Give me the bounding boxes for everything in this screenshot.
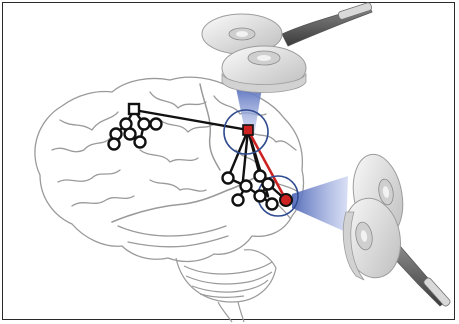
tms-coil-icon — [337, 150, 451, 307]
node — [109, 139, 120, 150]
cerebellum — [176, 250, 276, 302]
node — [263, 179, 274, 190]
node — [125, 129, 136, 140]
node — [267, 199, 278, 210]
node — [223, 173, 234, 184]
node-hub — [129, 104, 139, 114]
brain-outline-icon — [35, 77, 304, 261]
node — [135, 137, 146, 148]
brainstem — [218, 302, 244, 322]
network-node-icon — [109, 104, 162, 150]
node — [233, 195, 244, 206]
node — [139, 119, 150, 130]
node — [255, 191, 266, 202]
node — [151, 119, 162, 130]
tms-coil-icon — [202, 2, 372, 93]
stimulated-target-node — [280, 194, 292, 206]
stimulated-hub-node — [243, 125, 253, 135]
node — [241, 181, 252, 192]
tms-beam-right — [292, 176, 348, 232]
